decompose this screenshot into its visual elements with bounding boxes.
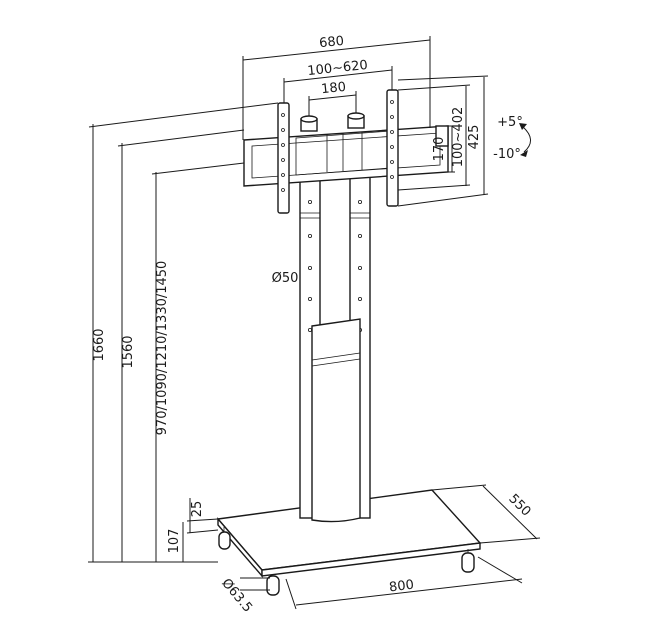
dim-label-180: 180 <box>321 80 347 98</box>
tilt-up-label: +5° <box>497 115 523 130</box>
dim-label-100-402: 100~402 <box>451 107 466 168</box>
dim-1660 <box>88 102 279 563</box>
dim-1560 <box>117 129 245 562</box>
caster-wheel <box>461 552 475 573</box>
bracket-frame <box>243 125 449 187</box>
dim-label-425: 425 <box>467 125 482 150</box>
caster-rear-left <box>218 527 231 550</box>
dim-550 <box>431 484 541 544</box>
caster-front-right <box>461 549 475 573</box>
caster-front-left <box>266 575 280 596</box>
dim-label-800: 800 <box>388 578 414 596</box>
tilt-arrow <box>519 123 531 157</box>
tilt-down-label: -10° <box>493 147 521 162</box>
dim-100-620 <box>283 66 393 103</box>
dim-label-1560: 1560 <box>121 335 136 368</box>
dim-label-1660: 1660 <box>92 328 107 361</box>
dim-800 <box>285 556 523 610</box>
dim-25 <box>186 498 219 534</box>
dim-bracket-heights <box>397 75 489 207</box>
dim-label-550: 550 <box>505 491 533 519</box>
dim-label-mount-heights: 970/1090/1210/1330/1450 <box>155 261 170 436</box>
caster-wheel <box>218 531 231 550</box>
dim-label-680: 680 <box>319 34 345 52</box>
cable-cover <box>311 318 361 523</box>
vesa-bracket <box>243 89 449 214</box>
base-plate <box>216 489 482 578</box>
dim-680 <box>242 36 431 140</box>
dim-mount-heights <box>151 162 245 562</box>
dim-wheel <box>240 577 270 591</box>
dim-label-25: 25 <box>190 501 205 518</box>
dim-180 <box>308 91 357 116</box>
column-diameter-label: Ø50 <box>272 271 299 286</box>
cable-cover-panel <box>311 318 361 523</box>
caster-wheel <box>266 575 280 596</box>
dim-label-170: 170 <box>432 137 447 162</box>
dim-label-107: 107 <box>167 529 182 554</box>
bracket-arm-left <box>277 102 290 214</box>
dim-label-100-620: 100~620 <box>307 58 369 79</box>
base-plate-side-front <box>261 542 481 577</box>
dim-label-wheel-diameter: Ø63.5 <box>218 576 255 616</box>
column-caps <box>300 112 365 132</box>
